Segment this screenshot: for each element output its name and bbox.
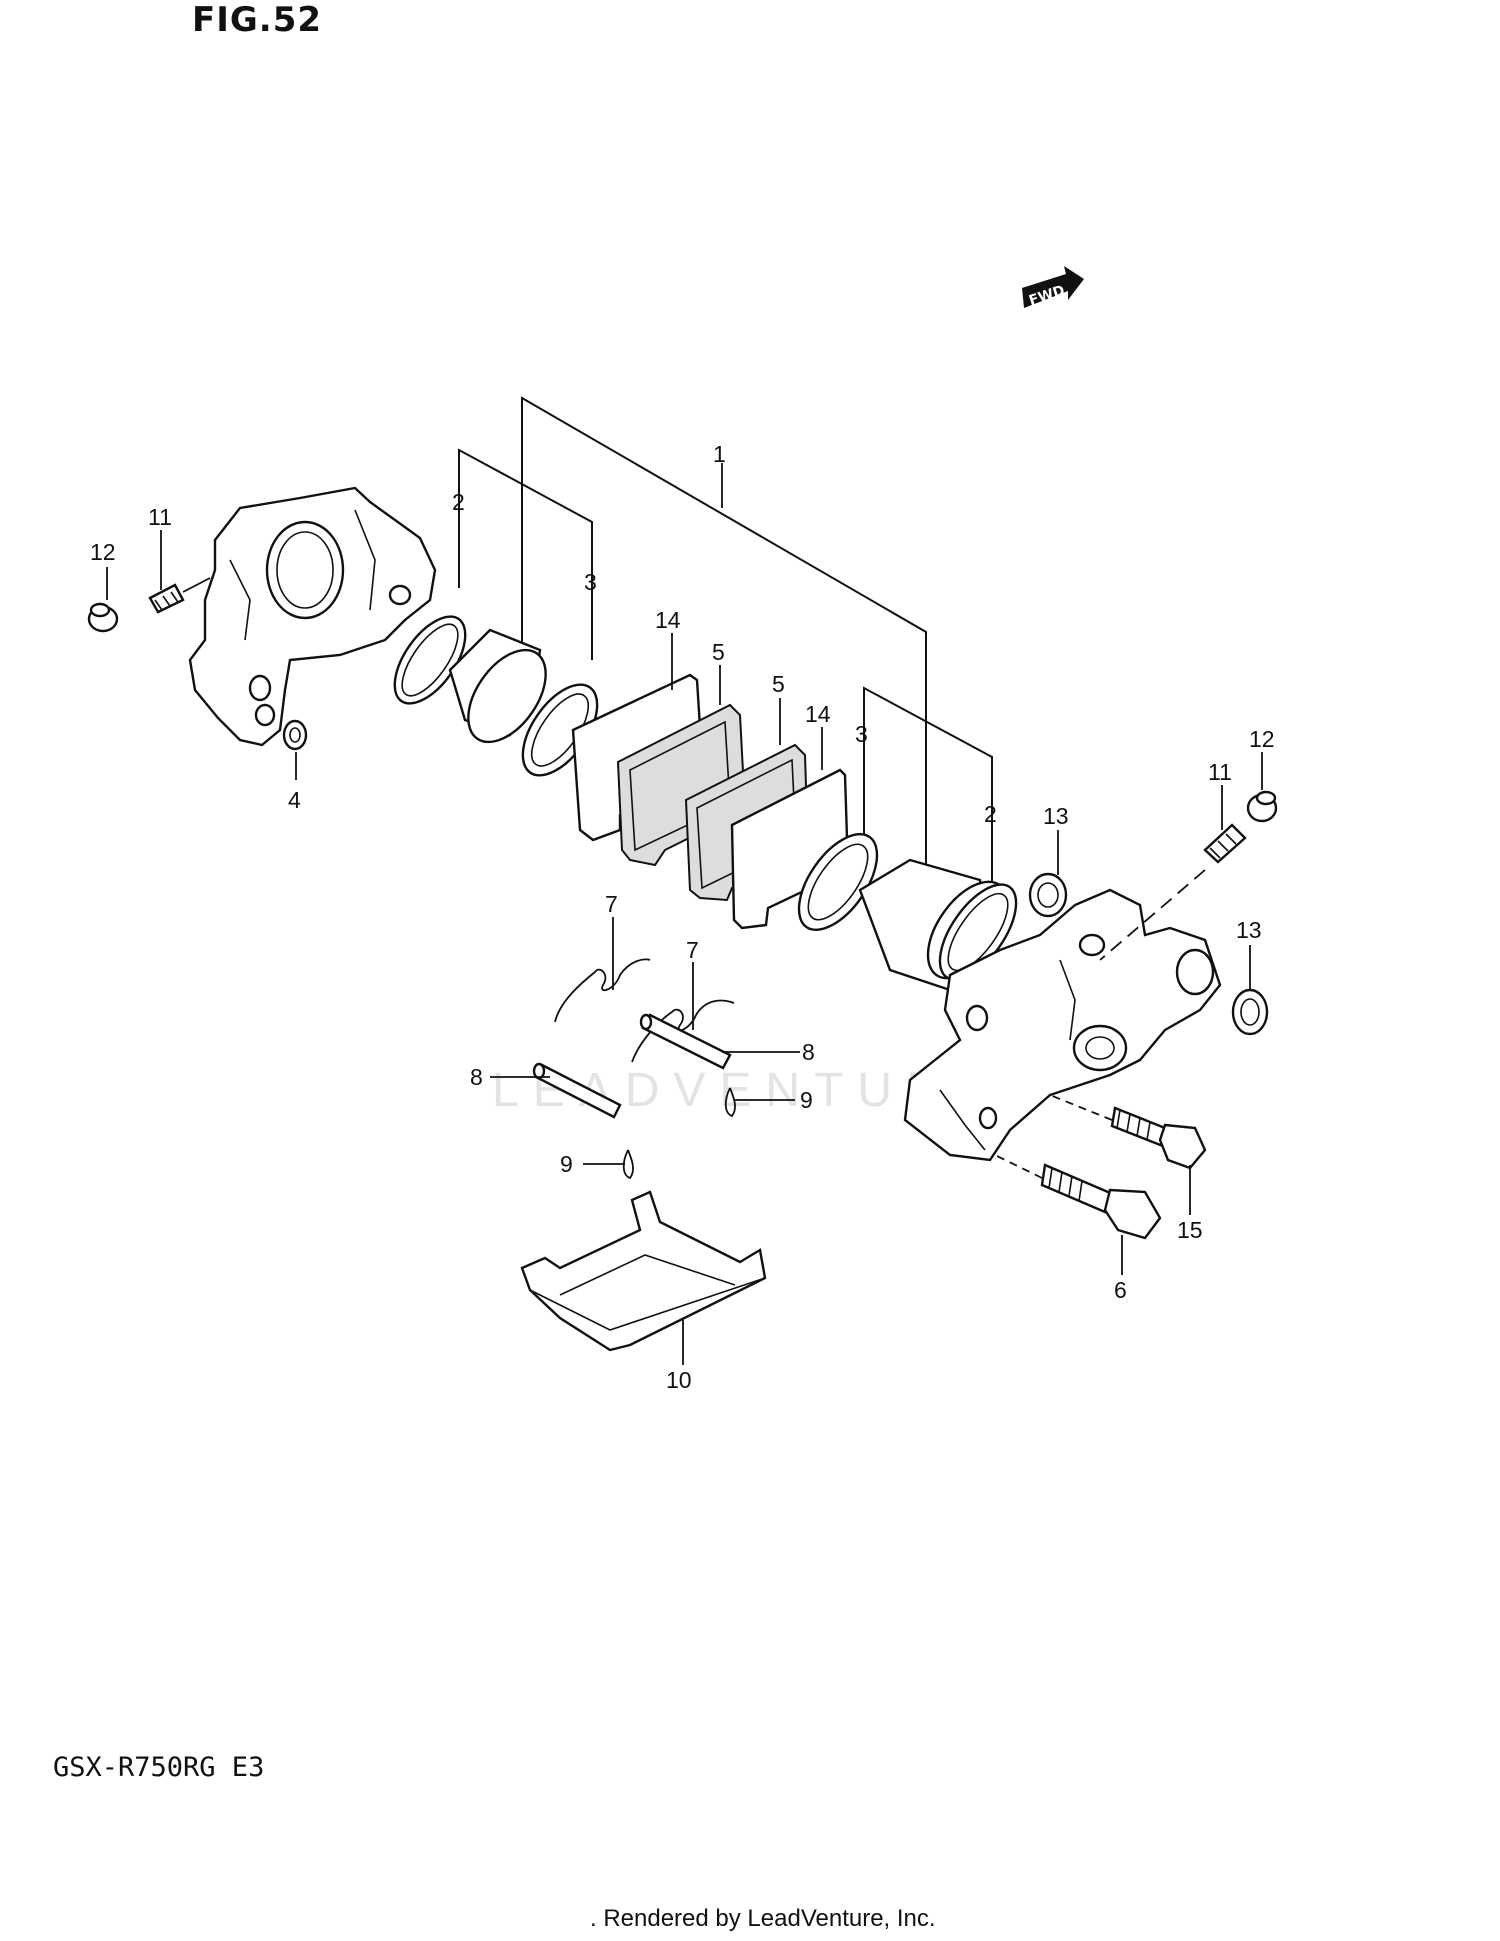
right-dust-seal [797, 832, 879, 932]
callout-12-right: 12 [1249, 726, 1275, 752]
callout-10: 10 [666, 1367, 692, 1393]
left-bleeder-cap [87, 602, 119, 633]
callout-1: 1 [713, 441, 726, 467]
callout-8-left: 8 [470, 1064, 483, 1090]
callout-7-left: 7 [605, 891, 618, 917]
washer-part-13-top [1028, 872, 1068, 918]
right-caliper-body [903, 888, 1222, 1162]
pad-pin-part-8-right [639, 1013, 732, 1070]
bolt-part-15 [1049, 1094, 1207, 1170]
pad-spring-part-7-left [554, 958, 651, 1023]
bolt-part-6 [994, 1154, 1162, 1240]
left-bleeder-valve [148, 577, 211, 614]
left-caliper-body [188, 486, 437, 747]
pin-clip-part-9-right [724, 1087, 736, 1118]
pin-clip-part-9-left [622, 1149, 634, 1180]
pad-pin-part-8-left [532, 1062, 622, 1119]
callout-12-left: 12 [90, 539, 116, 565]
right-pad-shim-part-14 [730, 768, 850, 930]
callout-8-right: 8 [802, 1039, 815, 1065]
right-piston-seal [938, 883, 1018, 981]
callout-11-right: 11 [1208, 759, 1232, 785]
callout-9-right: 9 [800, 1087, 813, 1113]
callout-4: 4 [288, 787, 301, 813]
callout-5-right: 5 [772, 671, 785, 697]
callout-13-top: 13 [1043, 803, 1069, 829]
bracket-part-1 [521, 396, 927, 945]
figure-title: FIG.52 [192, 0, 323, 40]
callout-13-right: 13 [1236, 917, 1262, 943]
bracket-part-2-3-left [458, 448, 593, 660]
callout-9-left: 9 [560, 1151, 573, 1177]
left-piston [448, 628, 547, 744]
callout-14-right: 14 [805, 701, 831, 727]
fwd-arrow-icon: FWD [1022, 266, 1084, 309]
right-bleeder-cap [1246, 790, 1278, 823]
washer-part-4 [282, 719, 308, 751]
callout-2-right: 2 [984, 801, 997, 827]
callout-14-left: 14 [655, 607, 681, 633]
callout-11-left: 11 [148, 504, 172, 530]
callout-2-left: 2 [452, 489, 465, 515]
callout-3-right: 3 [855, 721, 868, 747]
callout-3-left: 3 [584, 569, 597, 595]
right-bleeder-valve [1099, 823, 1247, 961]
callout-15: 15 [1177, 1217, 1203, 1243]
pad-cover-part-10 [520, 1190, 767, 1352]
model-code: GSX-R750RG E3 [53, 1752, 265, 1783]
washer-part-13-right [1231, 988, 1269, 1036]
callout-6: 6 [1114, 1277, 1127, 1303]
callout-7-right: 7 [686, 937, 699, 963]
callout-5-left: 5 [712, 639, 725, 665]
render-credit: . Rendered by LeadVenture, Inc. [590, 1905, 936, 1932]
